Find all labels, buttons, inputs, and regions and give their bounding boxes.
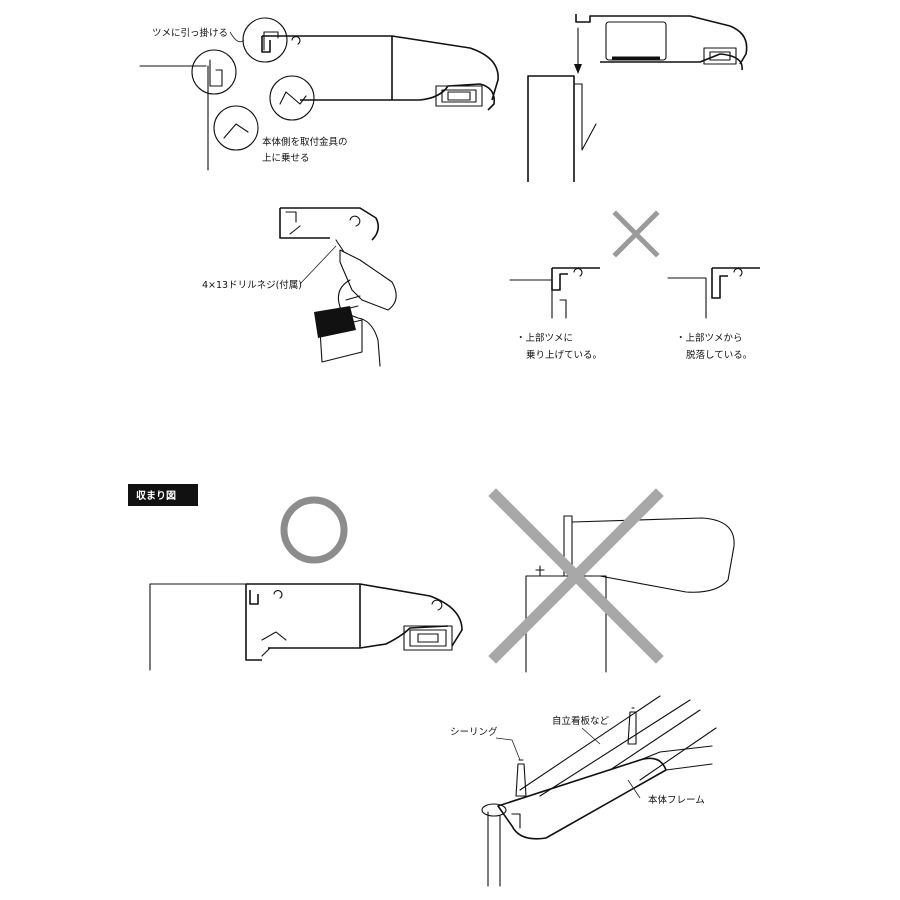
drill-panel: 4×13ドリルネジ(付属) [202,207,397,367]
label-bad-ride-2: 乗り上げている。 [526,349,602,361]
correct-frame-clip [403,625,453,651]
frame-clip-core [447,91,471,101]
drill-frame-detail [285,211,361,227]
correct-circle-mark [280,496,348,564]
incorrect-gap-mark [535,565,545,577]
label-drill-screw: 4×13ドリルネジ(付属) [202,280,302,291]
perspective-post [487,811,501,887]
hook-c-glyph [291,36,301,45]
detail-circle-claw [242,17,288,63]
drill-frame-profile [279,207,380,241]
label-standalone-sign: 自立看板など [552,715,610,727]
drill-body [339,249,397,311]
example-ride-hook [573,268,583,277]
example-ride-claw [559,299,567,319]
example-ride-wall [509,279,553,319]
leader-body-frame [627,779,641,799]
label-bad-ride-1: ・上部ツメに [516,332,573,344]
label-rest-body-2: 上に乗せる [262,152,310,164]
label-bad-fall-2: 脱落している。 [686,349,752,361]
claw-glyph [263,31,279,51]
label-rest-body-1: 本体側を取付金具の [262,136,348,148]
cross-mark-large-b [488,488,664,664]
drill-battery-dark [314,306,356,338]
incorrect-fit-panel [488,488,735,673]
leader-sign [581,727,601,745]
hand-outline [337,279,381,367]
perspective-panel: シーリング 自立看板など 本体フレーム [450,695,717,887]
example-fall-profile [711,267,760,299]
example-fall-wall [667,277,707,319]
perspective-frame-body [497,757,667,840]
perspective-sign-rails [519,695,717,797]
drill-frame-claw [289,225,301,235]
frame-clip [435,85,483,107]
section-title-badge: 収まり図 [128,484,198,506]
correct-frame-profile [245,583,463,661]
frame-profile [261,35,499,111]
rest-glyph [223,123,249,139]
leader-hook [229,31,245,43]
correct-seat-detail [261,631,287,657]
wall-claw-glyph [209,59,223,87]
label-body-frame: 本体フレーム [648,794,705,806]
leader-drill-screw [299,245,337,285]
perspective-frame-end [511,813,521,829]
incorrect-frame-profile [571,517,735,593]
placement-panel [527,14,748,182]
down-arrow-head [574,64,582,74]
hook-detail-panel: ツメに引っ掛ける 本体側を取付金具の 上に乗せる [139,17,499,171]
drill-bit [335,239,345,253]
correct-fit-panel [149,496,463,671]
frame-profile-upper [575,14,748,71]
correct-wall [149,583,247,671]
incorrect-examples-panel: ・上部ツメに 乗り上げている。 ・上部ツメから 脱落している。 [509,210,760,361]
example-ride-profile [551,267,600,291]
label-hook-on-claw: ツメに引っ掛ける [152,27,228,39]
bracket-post [527,75,575,182]
sealing-gun-left [515,759,527,797]
frame-chamber [605,21,667,61]
section-title-bg [128,484,198,506]
leader-sealing [495,737,521,761]
frame-clip-upper [703,47,737,65]
cross-mark-small-b [612,210,660,258]
label-sealing: シーリング [450,726,498,738]
perspective-frame-extension [639,745,713,771]
example-fall-hook [733,268,743,277]
sealing-gun-right [627,707,637,745]
section-title: 収まり図 [136,490,176,502]
detail-circle-seat [269,75,315,121]
label-bad-fall-1: ・上部ツメから [676,332,743,344]
detail-circle-wall [191,49,237,95]
correct-frame-clip-core [417,633,439,643]
seat-glyph [279,91,307,105]
perspective-post-top [481,803,507,817]
correct-hooks [273,590,443,611]
detail-circle-rest [213,105,259,151]
bracket-hook [573,83,597,151]
